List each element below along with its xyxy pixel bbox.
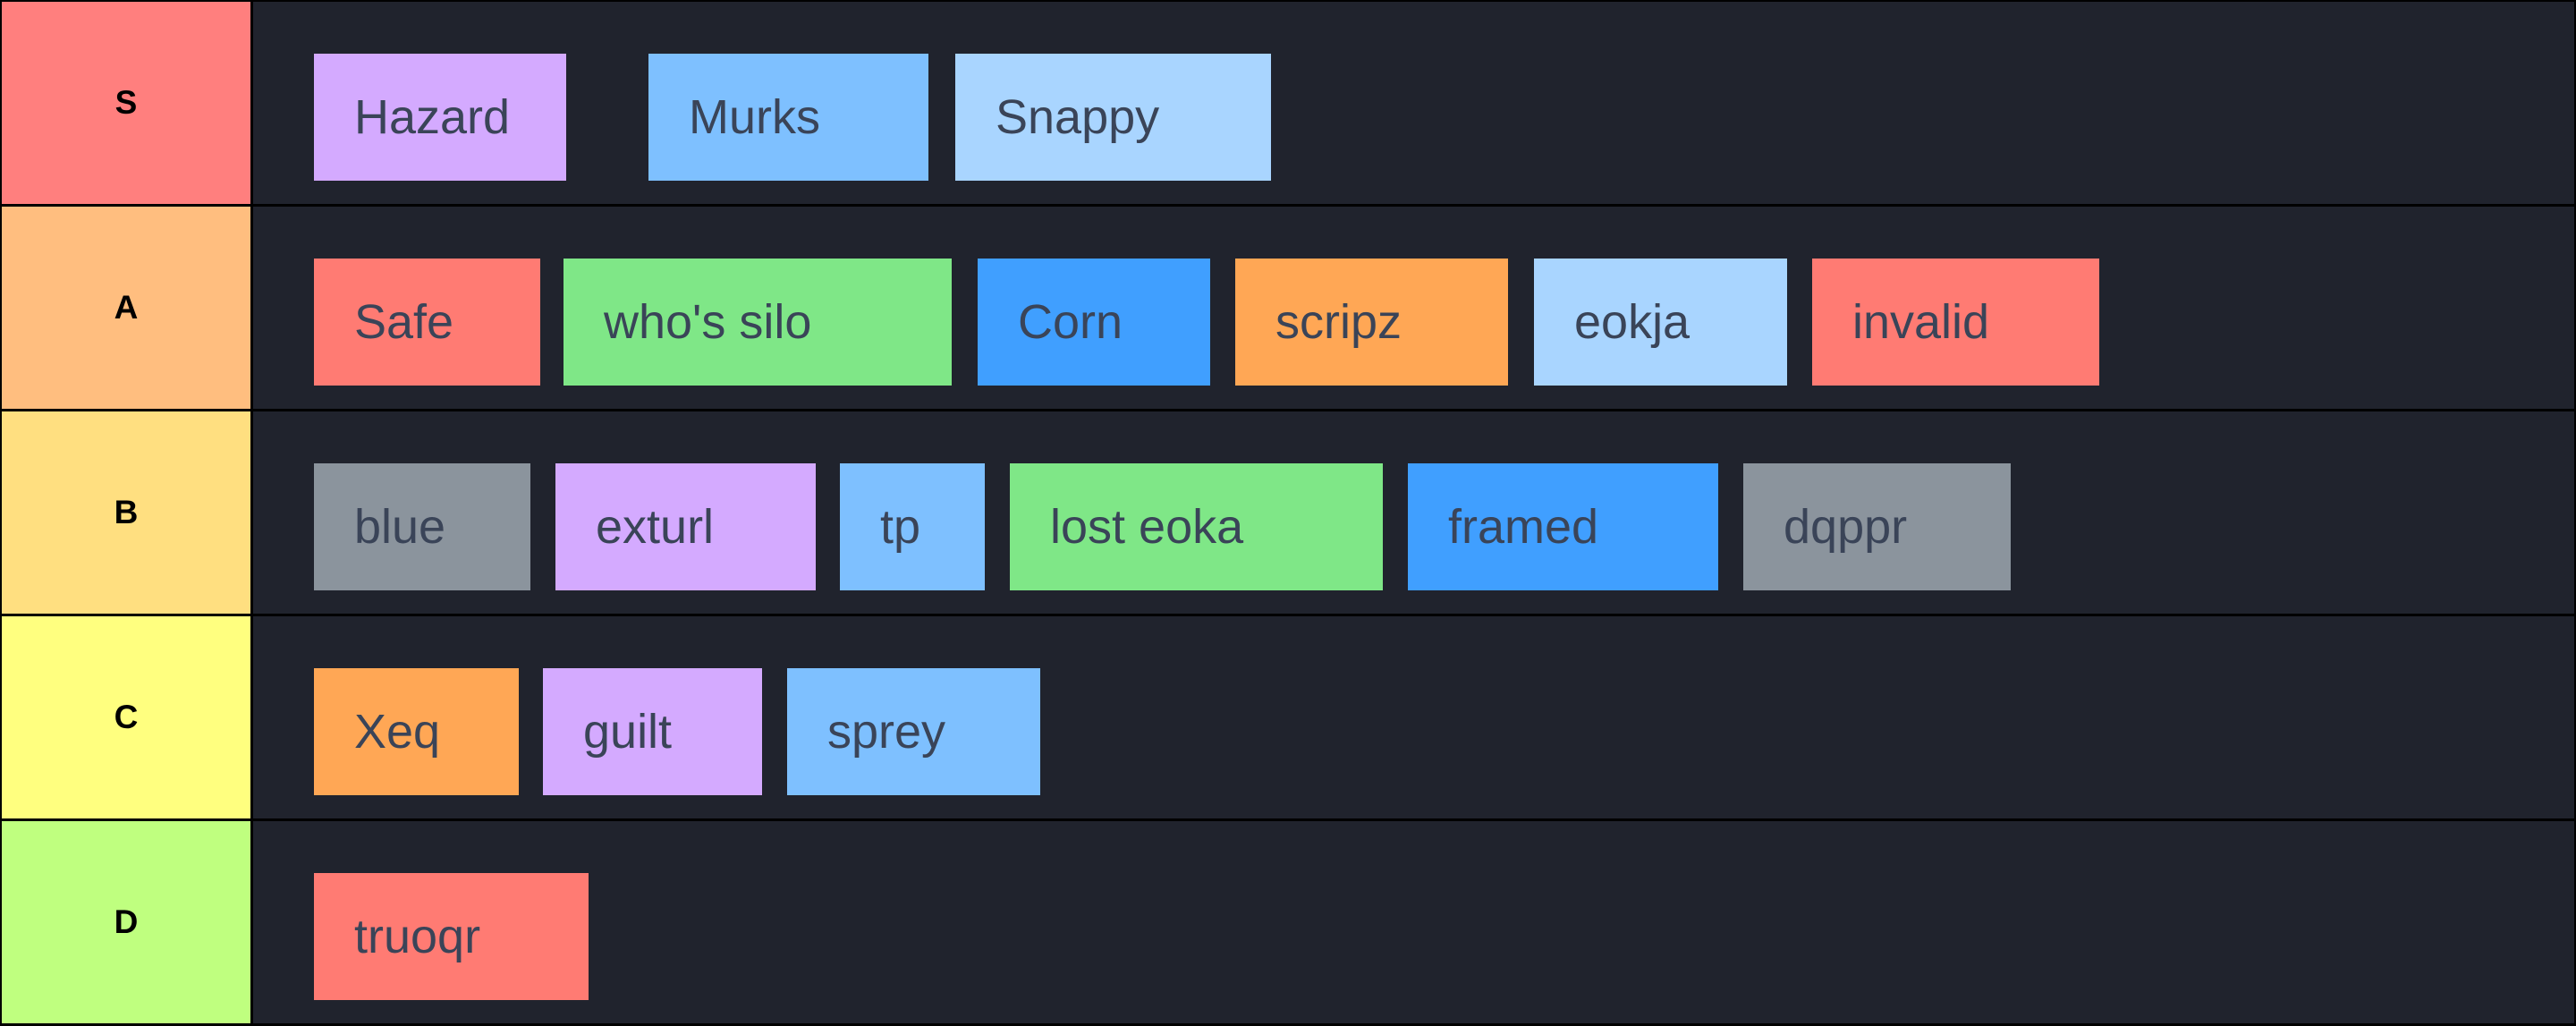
tier-label: A <box>2 207 250 409</box>
tier-item[interactable]: blue <box>314 463 530 590</box>
tier-item[interactable]: scripz <box>1235 259 1508 386</box>
tier-item[interactable]: Corn <box>978 259 1210 386</box>
tier-item[interactable]: lost eoka <box>1010 463 1383 590</box>
tier-items-area[interactable]: truoqr <box>253 821 2574 1023</box>
tier-label: C <box>2 616 250 818</box>
tier-item[interactable]: who's silo <box>564 259 952 386</box>
tier-item[interactable]: tp <box>840 463 985 590</box>
tier-item[interactable]: sprey <box>787 668 1040 795</box>
tier-item[interactable]: exturl <box>555 463 816 590</box>
tier-item[interactable]: Safe <box>314 259 540 386</box>
tier-item[interactable]: eokja <box>1534 259 1787 386</box>
tier-label: B <box>2 411 250 614</box>
tier-item[interactable]: Snappy <box>955 54 1271 181</box>
tier-item[interactable]: guilt <box>543 668 762 795</box>
tier-item[interactable]: framed <box>1408 463 1718 590</box>
tier-item[interactable]: Xeq <box>314 668 519 795</box>
tier-item[interactable]: Hazard <box>314 54 566 181</box>
tier-item[interactable]: truoqr <box>314 873 589 1000</box>
tier-item[interactable]: dqppr <box>1743 463 2011 590</box>
tier-item[interactable]: Murks <box>648 54 928 181</box>
tier-label: D <box>2 821 250 1023</box>
tier-label: S <box>2 2 250 204</box>
tier-item[interactable]: invalid <box>1812 259 2099 386</box>
